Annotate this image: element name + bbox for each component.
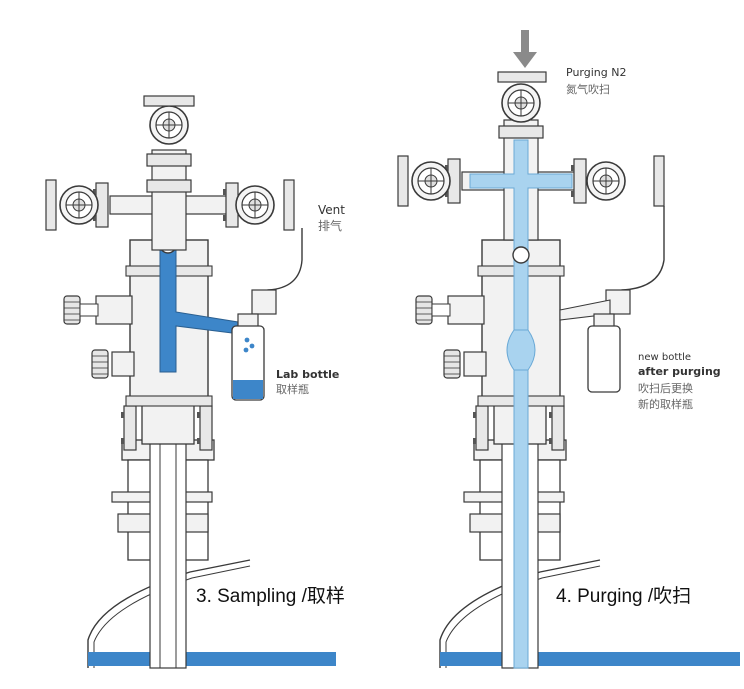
lab-bottle-label-cn: 取样瓶 <box>276 382 309 396</box>
new-bottle-label-2: after purging <box>638 365 721 378</box>
vent-line <box>267 228 303 296</box>
vessel-liquid <box>88 652 336 666</box>
vent-label-cn: 排气 <box>318 218 342 233</box>
new-bottle <box>587 313 621 393</box>
lab-bottle <box>231 313 265 401</box>
panel-caption-sampling: 3. Sampling /取样 <box>196 585 345 607</box>
lab-bottle-label: Lab bottle <box>276 368 339 381</box>
purge-gas-path <box>469 139 573 669</box>
vessel-liquid-2 <box>440 652 740 666</box>
purge-arrow <box>513 30 537 68</box>
panel-purging: Purging N2 氮气吹扫 new bottle after purging… <box>397 30 740 669</box>
new-bottle-label-cn-2: 新的取样瓶 <box>638 397 693 411</box>
purge-label: Purging N2 <box>566 66 626 79</box>
new-bottle-label-1: new bottle <box>638 352 691 363</box>
panel-sampling: Vent 排气 Lab bottle 取样瓶 3. Sampling /取样 <box>45 95 345 669</box>
purge-label-cn: 氮气吹扫 <box>566 82 610 96</box>
new-bottle-label-cn-1: 吹扫后更换 <box>638 381 693 395</box>
panel-caption-purging: 4. Purging /吹扫 <box>556 585 691 607</box>
vent-label: Vent <box>318 203 345 217</box>
